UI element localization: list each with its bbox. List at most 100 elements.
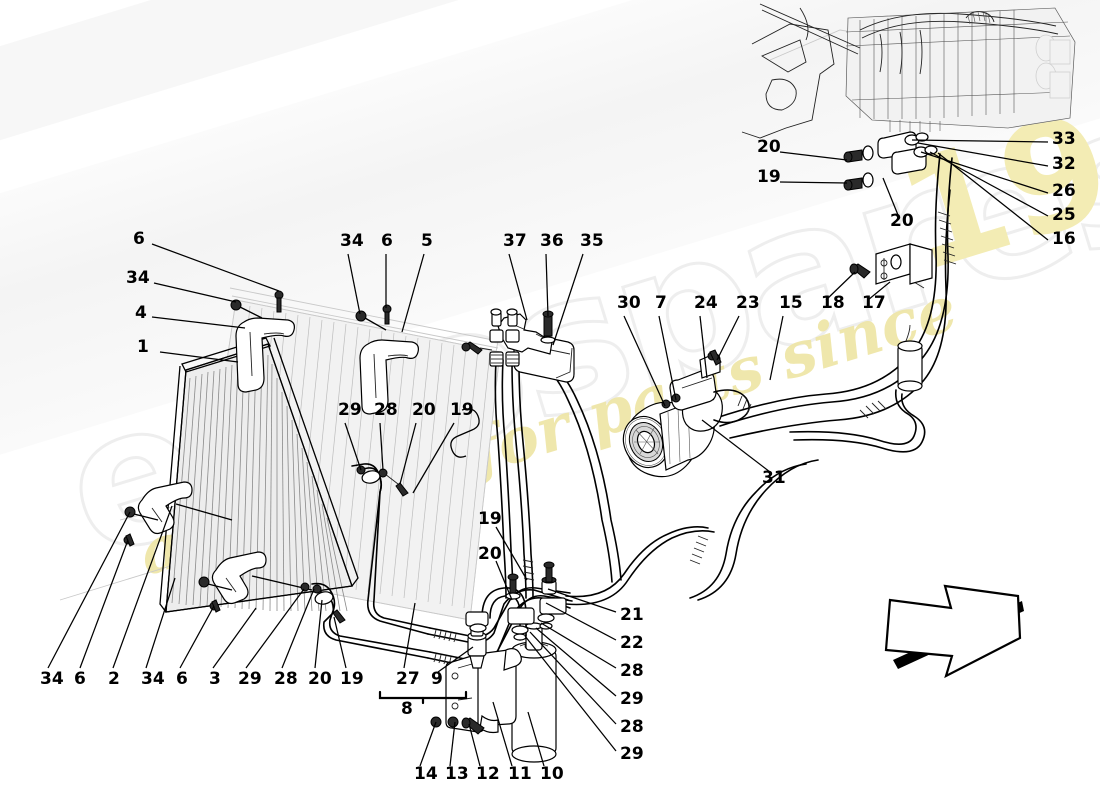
vehicle-direction-arrow — [884, 584, 1024, 679]
callout-number-29: 29 — [620, 744, 644, 764]
callout-number-34: 34 — [126, 268, 150, 288]
callout-number-14: 14 — [414, 764, 438, 784]
callout-leader-line — [779, 151, 848, 161]
callout-number-35: 35 — [580, 231, 604, 251]
callout-number-20: 20 — [890, 211, 914, 231]
pipe-condenser-lower — [300, 582, 431, 659]
callout-number-20: 20 — [757, 137, 781, 157]
evaporator-housing — [741, 3, 1076, 139]
callout-leader-line — [716, 315, 740, 361]
callout-number-7: 7 — [655, 293, 667, 313]
callout-number-29: 29 — [238, 669, 262, 689]
callout-leader-line — [419, 721, 437, 767]
callout-leader-line — [547, 588, 617, 613]
callout-number-26: 26 — [1052, 181, 1076, 201]
callout-number-32: 32 — [1052, 154, 1076, 174]
callout-number-4: 4 — [135, 303, 147, 323]
callout-leader-line — [449, 721, 456, 767]
callout-leader-line — [495, 560, 513, 601]
callout-number-28: 28 — [620, 661, 644, 681]
callout-number-19: 19 — [478, 509, 502, 529]
callout-leader-line — [47, 511, 131, 669]
compressor-body — [622, 349, 752, 478]
callout-number-22: 22 — [620, 633, 644, 653]
pipe-retainer-clip — [450, 408, 480, 458]
callout-leader-line — [825, 271, 856, 301]
service-ports — [461, 308, 520, 367]
callout-leader-line — [937, 152, 1049, 241]
callout-leader-line — [399, 422, 417, 485]
callout-leader-line — [112, 505, 173, 669]
callout-number-37: 37 — [503, 231, 527, 251]
callout-number-17: 17 — [862, 293, 886, 313]
callout-number-6: 6 — [381, 231, 393, 251]
callout-number-34: 34 — [340, 231, 364, 251]
callout-number-8: 8 — [401, 699, 413, 719]
callout-number-19: 19 — [757, 167, 781, 187]
callout-number-33: 33 — [1052, 129, 1076, 149]
hose-clamp-bracket — [849, 243, 933, 285]
callout-number-28: 28 — [620, 717, 644, 737]
callout-number-10: 10 — [540, 764, 564, 784]
callout-leader-line — [552, 253, 584, 346]
callout-leader-line — [379, 422, 384, 471]
callout-leader-line — [545, 602, 617, 641]
callout-number-34: 34 — [40, 669, 64, 689]
callout-leader-line — [911, 139, 1049, 143]
callout-leader-line — [403, 602, 416, 669]
callout-leader-line — [281, 588, 315, 669]
callout-number-13: 13 — [445, 764, 469, 784]
callout-leader-line — [699, 315, 708, 379]
callout-number-16: 16 — [1052, 229, 1076, 249]
callout-leader-line — [151, 316, 246, 329]
callout-leader-line — [437, 646, 474, 673]
callout-number-12: 12 — [476, 764, 500, 784]
callout-leader-line — [508, 253, 528, 321]
callout-number-34: 34 — [141, 669, 165, 689]
callout-number-1: 1 — [137, 337, 149, 357]
callout-leader-line — [658, 315, 677, 401]
callout-number-23: 23 — [736, 293, 760, 313]
callout-number-29: 29 — [620, 689, 644, 709]
callout-leader-line — [401, 253, 425, 333]
callout-number-19: 19 — [340, 669, 364, 689]
callout-number-5: 5 — [421, 231, 433, 251]
callout-leader-line — [245, 588, 305, 669]
callout-leader-line — [212, 607, 257, 669]
callout-number-20: 20 — [308, 669, 332, 689]
callout-number-28: 28 — [274, 669, 298, 689]
callout-leader-line — [179, 605, 215, 669]
callout-number-27: 27 — [396, 669, 420, 689]
callout-leader-line — [527, 711, 545, 767]
callout-number-36: 36 — [540, 231, 564, 251]
callout-leader-line — [779, 181, 848, 184]
callout-number-6: 6 — [133, 229, 145, 249]
drier-bottle — [511, 622, 557, 763]
callout-number-15: 15 — [779, 293, 803, 313]
pipe-compressor-feed — [565, 459, 819, 606]
callout-leader-line — [314, 599, 323, 669]
callout-leader-line — [529, 631, 617, 725]
callout-leader-line — [882, 177, 899, 216]
callout-leader-line — [495, 526, 528, 581]
callout-leader-line — [492, 701, 513, 767]
condenser-upper-bracket-left — [230, 290, 295, 393]
callout-leader-line — [540, 622, 617, 669]
callout-leader-line — [79, 539, 129, 669]
callout-number-20: 20 — [412, 400, 436, 420]
callout-number-11: 11 — [508, 764, 532, 784]
callout-number-31: 31 — [762, 468, 786, 488]
callout-number-20: 20 — [478, 544, 502, 564]
callout-number-25: 25 — [1052, 205, 1076, 225]
hose-inline-cylinder — [897, 324, 923, 392]
bulkhead-plate — [843, 131, 938, 191]
callout-leader-line — [347, 253, 361, 315]
callout-number-28: 28 — [374, 400, 398, 420]
callout-number-6: 6 — [74, 669, 86, 689]
callout-number-6: 6 — [176, 669, 188, 689]
